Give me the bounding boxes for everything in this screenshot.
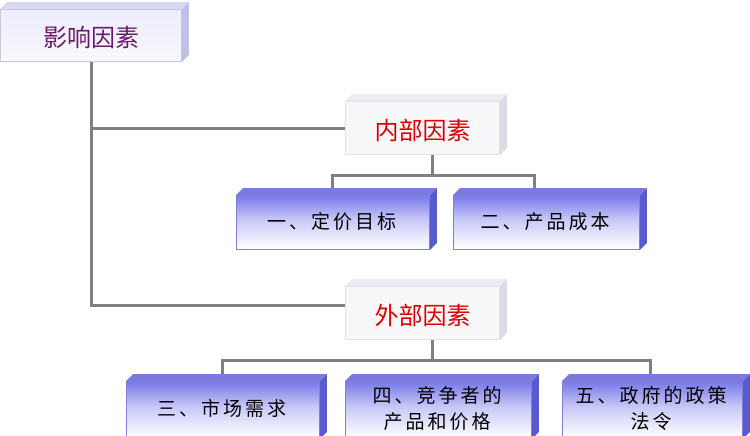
leaf-label: 四、竞争者的产品和价格 (345, 381, 532, 436)
connector-external-down (431, 340, 434, 361)
connector-root-external (90, 304, 346, 307)
connector-external-right (649, 359, 652, 374)
connector-internal-right (533, 174, 536, 188)
internal-node: 内部因素 (345, 101, 500, 155)
connector-root-internal (90, 127, 346, 130)
external-node: 外部因素 (345, 286, 500, 340)
leaf-label: 一、定价目标 (236, 195, 430, 250)
root-node-label: 影响因素 (0, 9, 182, 62)
leaf-node-government-policy: 五、政府的政策法令 (562, 381, 743, 436)
connector-internal-left (331, 174, 334, 188)
connector-internal-bar (331, 174, 536, 177)
connector-external-left (221, 359, 224, 374)
leaf-label: 五、政府的政策法令 (562, 381, 743, 436)
leaf-label: 三、市场需求 (126, 381, 320, 436)
external-node-label: 外部因素 (345, 286, 500, 340)
leaf-node-product-cost: 二、产品成本 (453, 195, 640, 250)
leaf-node-market-demand: 三、市场需求 (126, 381, 320, 436)
leaf-label: 二、产品成本 (453, 195, 640, 250)
leaf-node-pricing-goal: 一、定价目标 (236, 195, 430, 250)
connector-internal-down (431, 155, 434, 176)
leaf-node-competitors: 四、竞争者的产品和价格 (345, 381, 532, 436)
internal-node-label: 内部因素 (345, 101, 500, 155)
connector-root-trunk (90, 62, 93, 307)
root-node: 影响因素 (0, 9, 182, 62)
connector-external-bar (221, 359, 652, 362)
